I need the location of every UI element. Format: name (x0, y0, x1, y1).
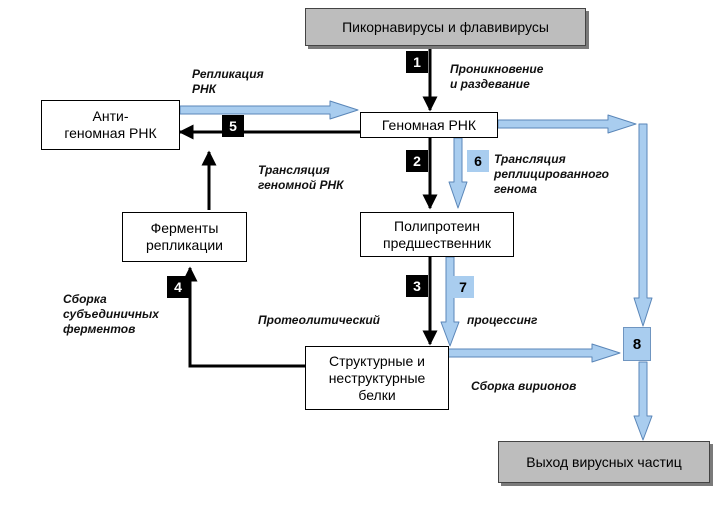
arrow-7-processing (440, 256, 460, 347)
arrow-4-enzyme-assembly (182, 266, 305, 368)
virus-exit-text: Выход вирусных частиц (526, 453, 682, 470)
polyprotein-line1: Полипротеин (394, 217, 480, 234)
arrow-to-step8 (633, 123, 653, 327)
step-8-badge: 8 (623, 327, 651, 361)
replication-enzymes-box: Ферменты репликации (122, 212, 247, 262)
entry-label: Проникновение и раздевание (450, 62, 544, 91)
translation-replicated-label: Трансляция реплицированного генома (494, 152, 609, 196)
arrow-virion-assembly (447, 343, 621, 363)
arrow-replication (179, 100, 359, 120)
enzymes-line1: Ферменты (150, 220, 219, 236)
arrow-to-exit (633, 361, 653, 441)
proteins-line3: белки (358, 386, 396, 403)
arrow-genomic-right (497, 114, 637, 134)
arrow-6-translation-repl (448, 137, 468, 209)
proteins-line2: неструктурные (328, 369, 426, 386)
antigenomic-line2: геномная РНК (64, 125, 157, 141)
antigenomic-line1: Анти- (92, 108, 129, 124)
virus-family-text: Пикорнавирусы и флавивирусы (342, 18, 549, 35)
proteins-line1: Структурные и (329, 352, 425, 369)
polyprotein-line2: предшественник (383, 234, 491, 251)
replication-label: Репликация РНК (192, 67, 264, 96)
processing-label: процессинг (467, 313, 538, 327)
antigenomic-rna-box: Анти- геномная РНК (41, 100, 180, 150)
step-5-badge: 5 (222, 115, 244, 137)
polyprotein-box: Полипротеин предшественник (360, 212, 514, 257)
step-2-badge: 2 (406, 150, 428, 172)
genomic-rna-text: Геномная РНК (381, 116, 477, 133)
enzymes-line2: репликации (145, 237, 224, 253)
subunit-assembly-label: Сборка субъединичных ферментов (63, 292, 159, 336)
virus-exit-box: Выход вирусных частиц (498, 441, 710, 483)
step-7-badge: 7 (452, 276, 474, 298)
genomic-rna-box: Геномная РНК (360, 112, 498, 138)
step-3-badge: 3 (406, 275, 428, 297)
proteolytic-label: Протеолитический (258, 313, 380, 327)
step-6-badge: 6 (467, 150, 489, 172)
translation-label: Трансляция геномной РНК (258, 163, 344, 192)
virus-family-box: Пикорнавирусы и флавивирусы (305, 8, 586, 46)
proteins-box: Структурные и неструктурные белки (305, 346, 449, 410)
step-4-badge: 4 (167, 276, 189, 298)
step-1-badge: 1 (406, 51, 428, 73)
virion-assembly-label: Сборка вирионов (471, 379, 577, 393)
